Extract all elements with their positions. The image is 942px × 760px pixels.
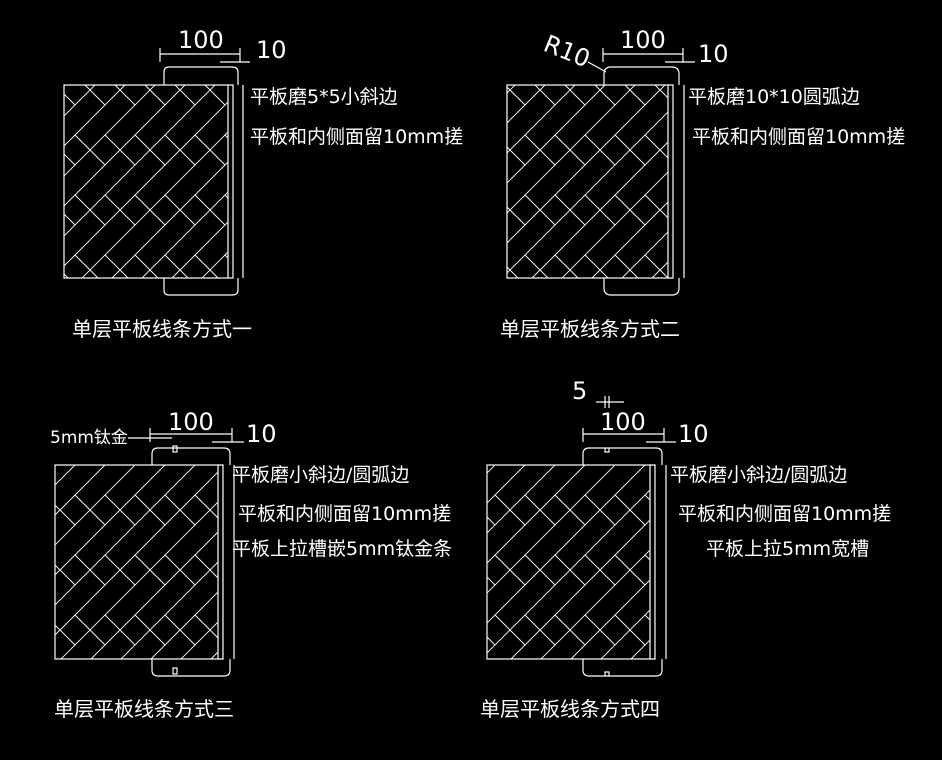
panel-3-dim-main: 100 (168, 408, 214, 436)
panel-1-note-2: 平板和内侧面留10mm搓 (250, 126, 463, 148)
panel-3-strip-top (172, 445, 178, 453)
panel-3: 100 10 5mm钛金 平板磨小斜边/圆弧边 平板和内侧面留10mm搓 平板上… (50, 408, 452, 721)
panel-1-note-1: 平板磨5*5小斜边 (250, 86, 398, 108)
panel-3-note-3: 平板上拉槽嵌5mm钛金条 (232, 538, 452, 560)
panel-3-note-1: 平板磨小斜边/圆弧边 (232, 464, 409, 486)
panel-3-strip-label: 5mm钛金 (50, 428, 128, 448)
panel-4: 5 100 10 平板磨小斜边/圆弧边 平板和内侧面留10mm搓 平板上拉5mm… (480, 377, 891, 721)
panel-2-dim-main: 100 (620, 26, 666, 54)
panel-4-note-3: 平板上拉5mm宽槽 (706, 538, 869, 560)
panel-4-note-1: 平板磨小斜边/圆弧边 (670, 464, 847, 486)
panel-3-dim-side: 10 (246, 420, 277, 448)
panel-4-caption: 单层平板线条方式四 (480, 697, 660, 721)
panel-4-bottom-flange (582, 659, 663, 677)
panel-3-strip-bottom (172, 667, 178, 675)
panel-4-dim-side: 10 (678, 420, 709, 448)
panel-4-groove-bottom (604, 671, 610, 676)
panel-4-groove-label: 5 (572, 377, 587, 405)
panel-2-herringbone-hatch (507, 85, 668, 278)
panel-4-groove-top (604, 448, 610, 453)
panel-2-note-1: 平板磨10*10圆弧边 (688, 86, 860, 108)
panel-3-note-2: 平板和内侧面留10mm搓 (238, 503, 451, 525)
panel-2: 100 10 R10 平板磨10*10圆弧边 平板和内侧面留10mm搓 单层平板… (500, 26, 905, 341)
panel-3-caption: 单层平板线条方式三 (54, 697, 234, 721)
panel-2-top-flange (603, 66, 680, 85)
panel-4-top-flange (582, 447, 663, 465)
panel-2-bottom-flange (603, 278, 680, 296)
panel-1-dim-side: 10 (256, 36, 287, 64)
panel-3-top-flange (151, 447, 231, 465)
panel-3-bottom-flange (151, 659, 231, 677)
panel-2-caption: 单层平板线条方式二 (500, 317, 680, 341)
panel-2-dim-side: 10 (698, 40, 729, 68)
panel-1-herringbone-hatch (64, 85, 228, 278)
panel-1-top-flange (163, 66, 239, 85)
panel-1-bottom-flange (163, 278, 239, 296)
panel-3-herringbone-hatch (55, 465, 218, 659)
panel-4-dim-main: 100 (600, 408, 646, 436)
panel-2-radius-label: R10 (540, 30, 594, 74)
panel-2-note-2: 平板和内侧面留10mm搓 (692, 126, 905, 148)
panel-4-note-2: 平板和内侧面留10mm搓 (678, 503, 891, 525)
panel-4-herringbone-hatch (487, 465, 650, 659)
panel-1-dim-main: 100 (178, 26, 224, 54)
panel-1: 100 10 平板磨5*5小斜边 平板和内侧面留10mm搓 单层平板线条方式一 (63, 26, 463, 341)
panel-1-caption: 单层平板线条方式一 (72, 317, 252, 341)
